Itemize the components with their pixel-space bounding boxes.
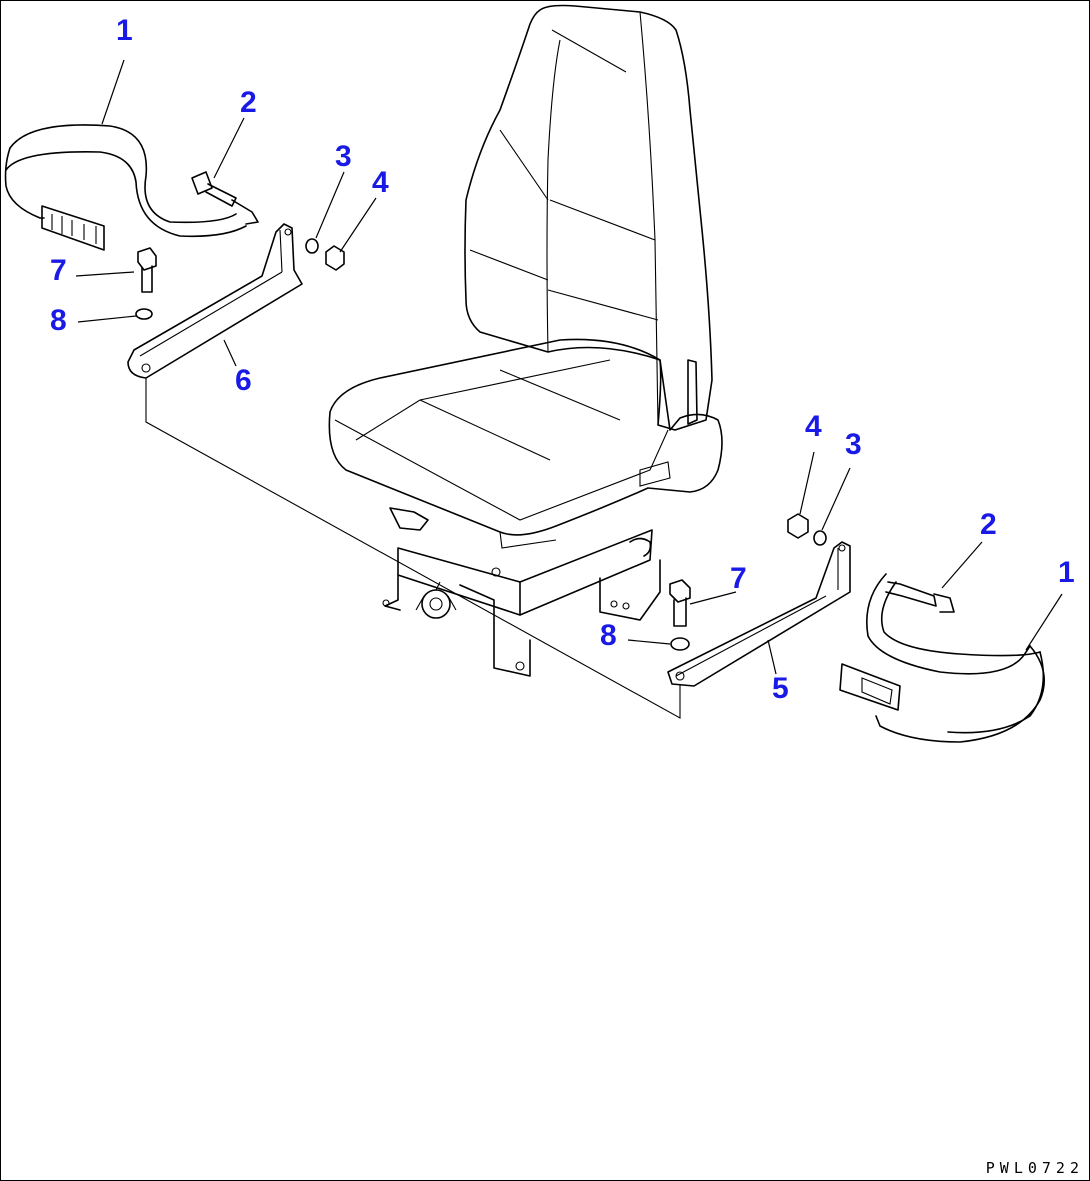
right-bolt-pin <box>885 581 955 613</box>
seat-backrest <box>464 4 713 431</box>
callout-right-bolt: 7 <box>730 562 747 595</box>
callout-right-bracket: 5 <box>772 672 789 705</box>
callout-left-nut: 4 <box>372 166 389 199</box>
left-bolt-pin <box>191 171 259 225</box>
callout-right-nut: 4 <box>805 410 822 443</box>
left-nut-4 <box>325 245 345 271</box>
callout-right-washer-small: 8 <box>600 619 617 652</box>
height-adjust-knob <box>415 581 457 619</box>
operator-seat <box>328 4 723 677</box>
callout-numbers: 1 2 3 4 7 8 6 4 3 2 1 7 8 5 <box>50 14 1075 705</box>
left-seat-belt <box>4 124 247 251</box>
right-seat-belt <box>839 573 1046 743</box>
drawing-code-label: PWL0722 <box>985 1159 1084 1177</box>
leader-lines <box>75 59 1063 675</box>
left-bracket-6 <box>127 223 303 379</box>
callout-right-washer: 3 <box>845 428 862 461</box>
callout-right-bolt-pin: 2 <box>980 508 997 541</box>
right-bracket-5 <box>667 541 851 687</box>
callout-right-belt: 1 <box>1058 556 1075 589</box>
callout-left-washer: 3 <box>335 140 352 173</box>
right-bolt-7 <box>669 579 691 627</box>
left-bolt-7 <box>137 247 157 293</box>
left-washer-3 <box>305 238 319 254</box>
callout-left-bolt-pin: 2 <box>240 86 257 119</box>
seat-base <box>397 529 653 616</box>
left-washer-8 <box>135 308 153 320</box>
right-washer-8 <box>670 637 690 651</box>
callout-left-bolt: 7 <box>50 254 67 287</box>
right-nut-4 <box>787 513 809 539</box>
callout-left-bracket: 6 <box>235 364 252 397</box>
callout-left-washer-small: 8 <box>50 304 67 337</box>
seat-cushion <box>328 338 723 536</box>
callout-left-belt: 1 <box>116 14 133 47</box>
right-washer-3 <box>813 530 827 546</box>
assembly-guide-line <box>145 378 681 719</box>
